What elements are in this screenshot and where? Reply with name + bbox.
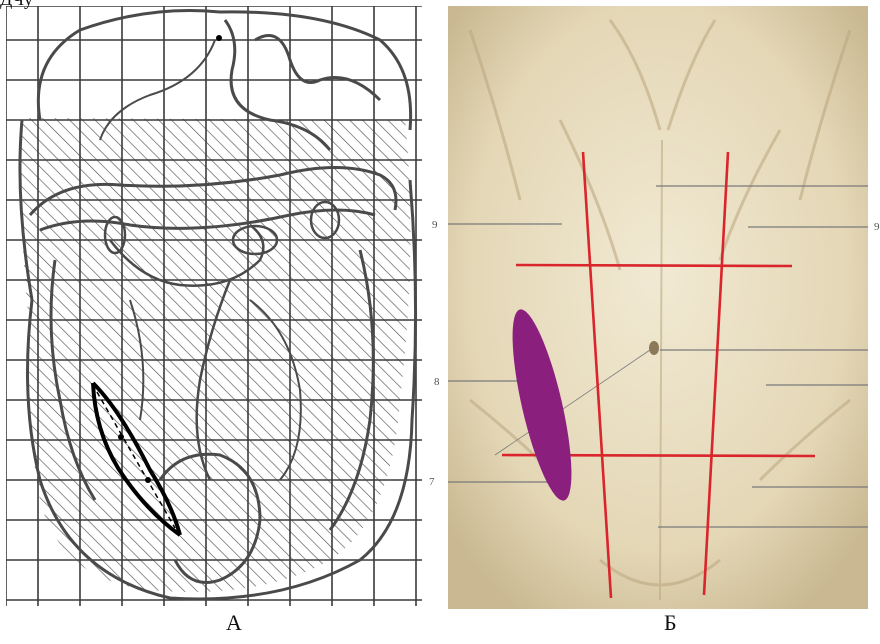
- torso-skin: [448, 6, 868, 609]
- label-left-1: 9: [432, 219, 438, 231]
- top-text-fragment: ДЧу: [0, 0, 33, 8]
- label-left-2: 8: [434, 376, 440, 388]
- umbilicus: [649, 341, 659, 355]
- caption-panel-a: А: [226, 612, 242, 634]
- panel-a-diagram: [6, 6, 422, 606]
- label-right-1: 9: [874, 221, 880, 233]
- marker-dot: [216, 35, 222, 41]
- label-left-3: 7: [429, 476, 435, 488]
- panel-b-illustration: [440, 6, 880, 609]
- caption-panel-b: Б: [664, 612, 677, 634]
